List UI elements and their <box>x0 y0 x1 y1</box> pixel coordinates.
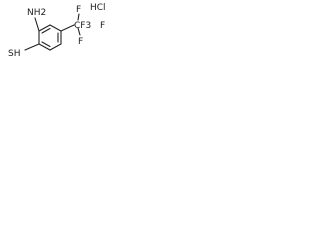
fluorine-label-bottom: F <box>78 37 83 47</box>
ring-bond-2 <box>49 24 62 32</box>
fluorine-label-right: F <box>100 21 105 31</box>
chemical-structure-diagram: HCl NH2 SH CF3 F F F <box>8 3 106 59</box>
cf3-label: CF3 <box>74 21 91 31</box>
ring-double-bond-3 <box>41 41 51 48</box>
amino-label: NH2 <box>27 8 46 18</box>
bond-ring-to-cf3 <box>60 24 75 32</box>
hcl-label: HCl <box>90 3 106 13</box>
fluorine-label-top: F <box>76 5 81 15</box>
bond-cf3-up <box>77 13 80 21</box>
thiol-label: SH <box>8 49 20 59</box>
ring-bond-4 <box>49 43 62 51</box>
bond-ring-to-thiol <box>24 43 40 51</box>
bond-ring-to-amino <box>34 17 40 32</box>
ring-bond-1 <box>38 24 51 32</box>
bond-cf3-down <box>77 27 81 36</box>
ring-bond-5 <box>38 43 51 51</box>
benzene-ring <box>38 24 62 51</box>
ring-double-bond-1 <box>41 27 51 34</box>
